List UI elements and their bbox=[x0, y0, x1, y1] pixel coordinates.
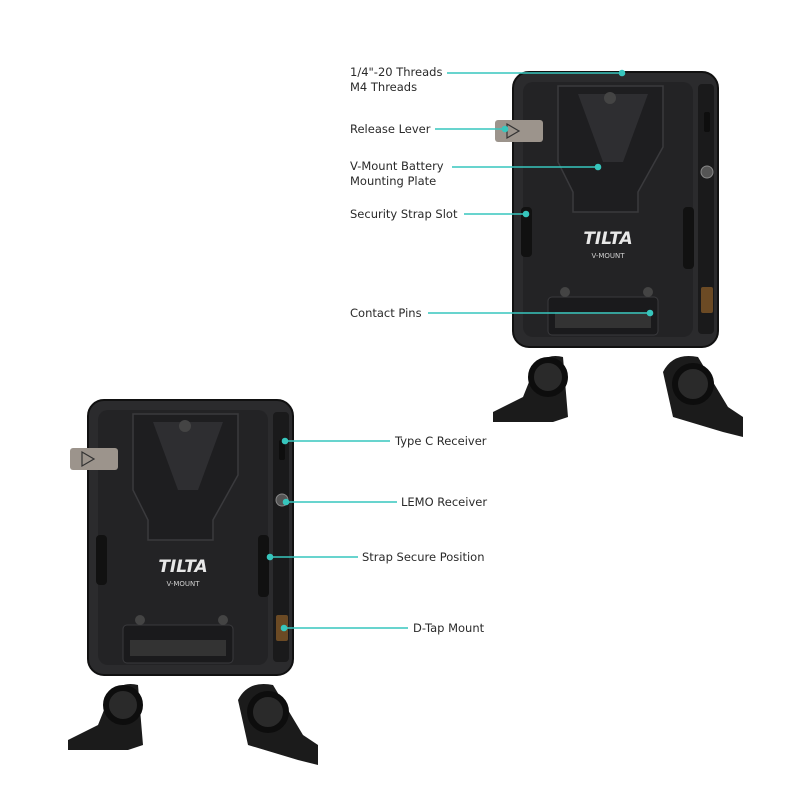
logo-text: TILTA bbox=[583, 229, 632, 249]
rod-hole-left bbox=[103, 685, 143, 725]
side-panel bbox=[273, 412, 289, 662]
callout-dot-type-c bbox=[281, 437, 289, 445]
vmount-wedge bbox=[153, 422, 223, 490]
callout-dot-strap-secure bbox=[266, 553, 274, 561]
callout-dot-strap-slot bbox=[522, 210, 530, 218]
callout-release-lever: Release Lever bbox=[350, 122, 431, 136]
callout-lemo-receiver: LEMO Receiver bbox=[401, 495, 488, 509]
callout-vmount: V-Mount Battery Mounting Plate bbox=[350, 159, 444, 189]
contact-pins-strip bbox=[130, 640, 226, 656]
callout-d-tap-mount: D-Tap Mount bbox=[413, 621, 485, 635]
strap-slot-left bbox=[96, 535, 107, 585]
vmount-wedge bbox=[578, 94, 648, 162]
rod-hole-left bbox=[528, 357, 568, 397]
screw-icon bbox=[604, 92, 616, 104]
callout-lines bbox=[266, 69, 654, 632]
callout-dot-threads bbox=[618, 69, 626, 77]
callout-dot-lemo bbox=[282, 498, 290, 506]
callout-contact-pins: Contact Pins bbox=[350, 306, 422, 320]
side-panel bbox=[698, 84, 714, 334]
contact-pins-strip bbox=[555, 312, 651, 328]
lemo-receiver bbox=[700, 165, 714, 179]
callout-security-strap-slot: Security Strap Slot bbox=[350, 207, 458, 221]
type-c-port bbox=[279, 440, 285, 460]
type-c-port bbox=[704, 112, 710, 132]
rod-hole-right bbox=[247, 691, 289, 733]
callout-strap-secure-position: Strap Secure Position bbox=[362, 550, 485, 564]
callout-dot-release-lever bbox=[501, 125, 509, 133]
callout-dot-d-tap bbox=[280, 624, 288, 632]
d-tap-port bbox=[701, 287, 713, 313]
strap-slot-right bbox=[258, 535, 269, 597]
battery-plate-side-view: TILTA V-MOUNT bbox=[68, 399, 318, 765]
screw-icon bbox=[643, 287, 653, 297]
screw-icon bbox=[560, 287, 570, 297]
rod-hole-right bbox=[672, 363, 714, 405]
release-arrow-icon bbox=[81, 450, 96, 468]
callout-threads-line1: 1/4"-20 Threads bbox=[350, 65, 443, 79]
logo-text: TILTA bbox=[158, 557, 207, 577]
callout-type-c-receiver: Type C Receiver bbox=[395, 434, 487, 448]
callout-threads: 1/4"-20 Threads M4 Threads bbox=[350, 65, 442, 95]
callout-dot-contact-pins bbox=[646, 309, 654, 317]
callout-dot-vmount bbox=[594, 163, 602, 171]
battery-plate-front-view: TILTA V-MOUNT bbox=[493, 71, 743, 437]
callout-threads-line2: M4 Threads bbox=[350, 80, 418, 94]
logo-subtext: V-MOUNT bbox=[591, 252, 625, 260]
strap-slot-right bbox=[683, 207, 694, 269]
screw-icon bbox=[135, 615, 145, 625]
screw-icon bbox=[179, 420, 191, 432]
logo-subtext: V-MOUNT bbox=[166, 580, 200, 588]
callout-vmount-line2: Mounting Plate bbox=[350, 174, 437, 188]
callout-vmount-line1: V-Mount Battery bbox=[350, 159, 444, 173]
screw-icon bbox=[218, 615, 228, 625]
strap-slot-left bbox=[521, 207, 532, 257]
